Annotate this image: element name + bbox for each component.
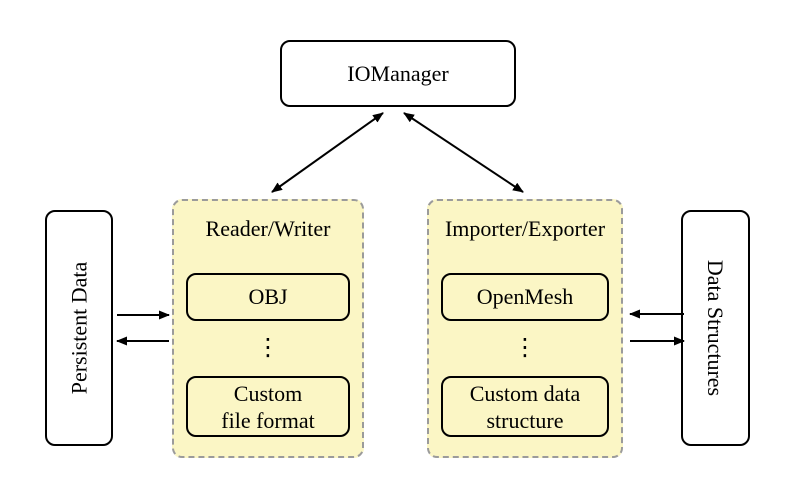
node-data-structures: Data Structures <box>681 210 750 446</box>
node-custom-data-structure-label: Custom data structure <box>469 380 581 433</box>
node-openmesh: OpenMesh <box>441 273 609 321</box>
node-obj: OBJ <box>186 273 350 321</box>
node-obj-label: OBJ <box>248 284 288 309</box>
arrow-iomanager-importer-exporter <box>403 112 524 193</box>
group-reader-writer-title: Reader/Writer <box>205 216 331 241</box>
group-importer-exporter: Importer/Exporter OpenMesh ⋮ Custom data… <box>427 199 623 458</box>
vertical-ellipsis: ⋮ <box>256 333 280 361</box>
group-importer-exporter-title: Importer/Exporter <box>444 216 606 241</box>
arrow-iomanager-reader-writer <box>271 112 384 193</box>
node-custom-file-format-label: Custom file format <box>221 380 315 433</box>
vertical-ellipsis: ⋮ <box>513 333 537 361</box>
node-persistent-data-label: Persistent Data <box>66 261 91 395</box>
node-custom-data-structure: Custom data structure <box>441 376 609 437</box>
group-reader-writer: Reader/Writer OBJ ⋮ Custom file format <box>172 199 364 458</box>
node-iomanager-label: IOManager <box>347 60 449 86</box>
node-persistent-data: Persistent Data <box>45 210 113 446</box>
node-iomanager: IOManager <box>280 40 516 107</box>
node-custom-file-format: Custom file format <box>186 376 350 437</box>
node-openmesh-label: OpenMesh <box>476 284 574 309</box>
node-data-structures-label: Data Structures <box>703 259 729 397</box>
